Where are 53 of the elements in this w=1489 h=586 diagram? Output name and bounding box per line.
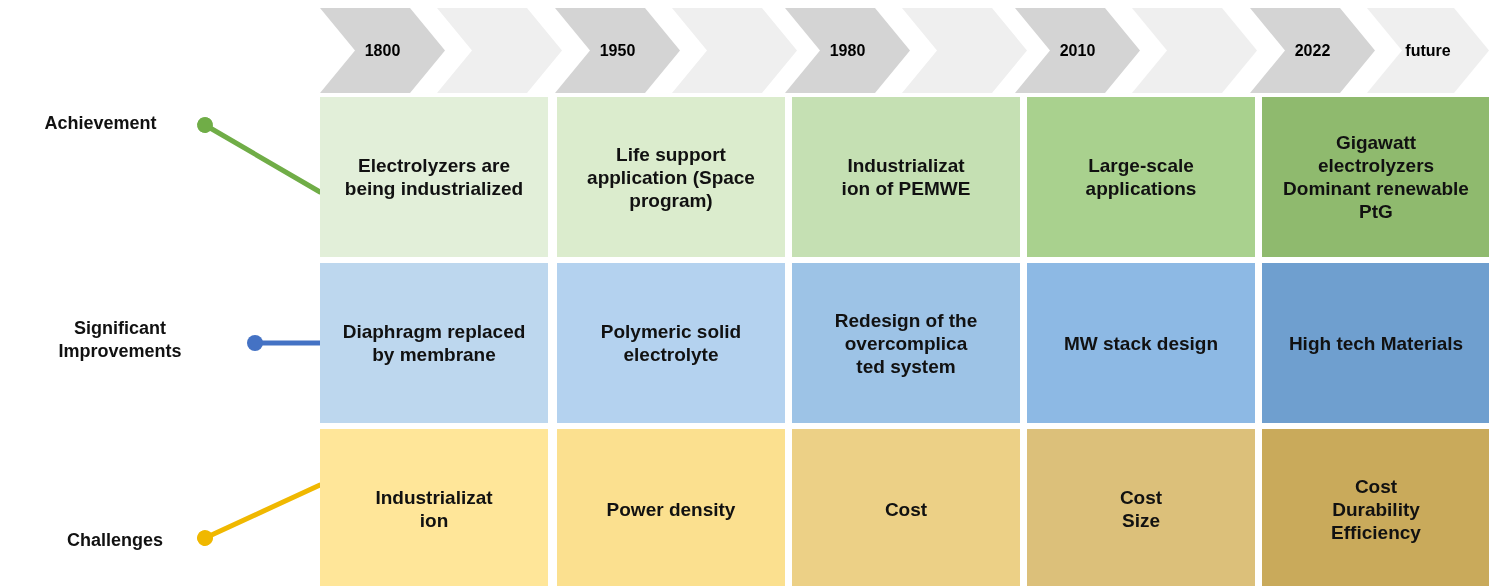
table-cell (792, 429, 1020, 586)
cell-text: MW stack design (1063, 331, 1219, 355)
year-label: 2022 (1294, 41, 1331, 60)
cell-text: Cost (1119, 486, 1163, 509)
cell-text: Industrializat ion (374, 486, 494, 532)
year-header-segment (555, 8, 680, 93)
table-cell (557, 97, 785, 257)
table-cell (320, 429, 548, 586)
cell-text: High tech Materials (1288, 331, 1464, 355)
cell-text: Dominant renewable PtG (1282, 177, 1470, 223)
table-cell (557, 429, 785, 586)
year-label: 1800 (364, 41, 401, 60)
table-cell (557, 263, 785, 423)
row-heading: Significant Improvements (57, 317, 183, 363)
year-label: 1950 (599, 41, 636, 60)
row-heading: Challenges (67, 528, 163, 552)
blank-header-segment (672, 8, 797, 93)
table-cell (320, 97, 548, 257)
blank-header-segment (902, 8, 1027, 93)
table-cell (1262, 429, 1489, 586)
year-header-segment (1015, 8, 1140, 93)
cell-text: Cost (1354, 474, 1398, 498)
row-heading: Achievement (44, 111, 157, 135)
table-cell (1262, 97, 1489, 257)
cell-text: Efficiency (1331, 520, 1421, 544)
cell-text: Diaphragm replaced by membrane (341, 320, 527, 366)
blank-header-segment (1132, 8, 1257, 93)
cell-text: Polymeric solid electrolyte (599, 320, 743, 366)
cell-text: Size (1122, 509, 1160, 532)
table-cell (792, 97, 1020, 257)
blank-header-segment (437, 8, 562, 93)
cell-text: Redesign of the overcomplica ted system (833, 308, 979, 378)
year-header-segment (1367, 8, 1489, 93)
year-label: 1980 (829, 41, 866, 60)
year-label: 2010 (1059, 41, 1096, 60)
table-cell (1027, 263, 1255, 423)
table-cell (1027, 429, 1255, 586)
year-label: future (1405, 41, 1451, 60)
cell-text: Life support application (Space program) (586, 142, 756, 212)
year-header-segment (1250, 8, 1375, 93)
year-header-segment (785, 8, 910, 93)
cell-text: Industrializat ion of PEMWE (840, 154, 972, 200)
cell-text: Large-scale applications (1084, 154, 1198, 200)
table-cell (1027, 97, 1255, 257)
table-cell (792, 263, 1020, 423)
cell-text: Power density (606, 497, 736, 521)
cell-text: Electrolyzers are being industrialized (343, 154, 525, 200)
table-cell (1262, 263, 1489, 423)
cell-text: Durability (1332, 497, 1420, 521)
year-header-segment (320, 8, 445, 93)
table-cell (320, 263, 548, 423)
cell-text: Cost (884, 497, 928, 521)
cell-text: Gigawatt electrolyzers (1316, 131, 1436, 177)
